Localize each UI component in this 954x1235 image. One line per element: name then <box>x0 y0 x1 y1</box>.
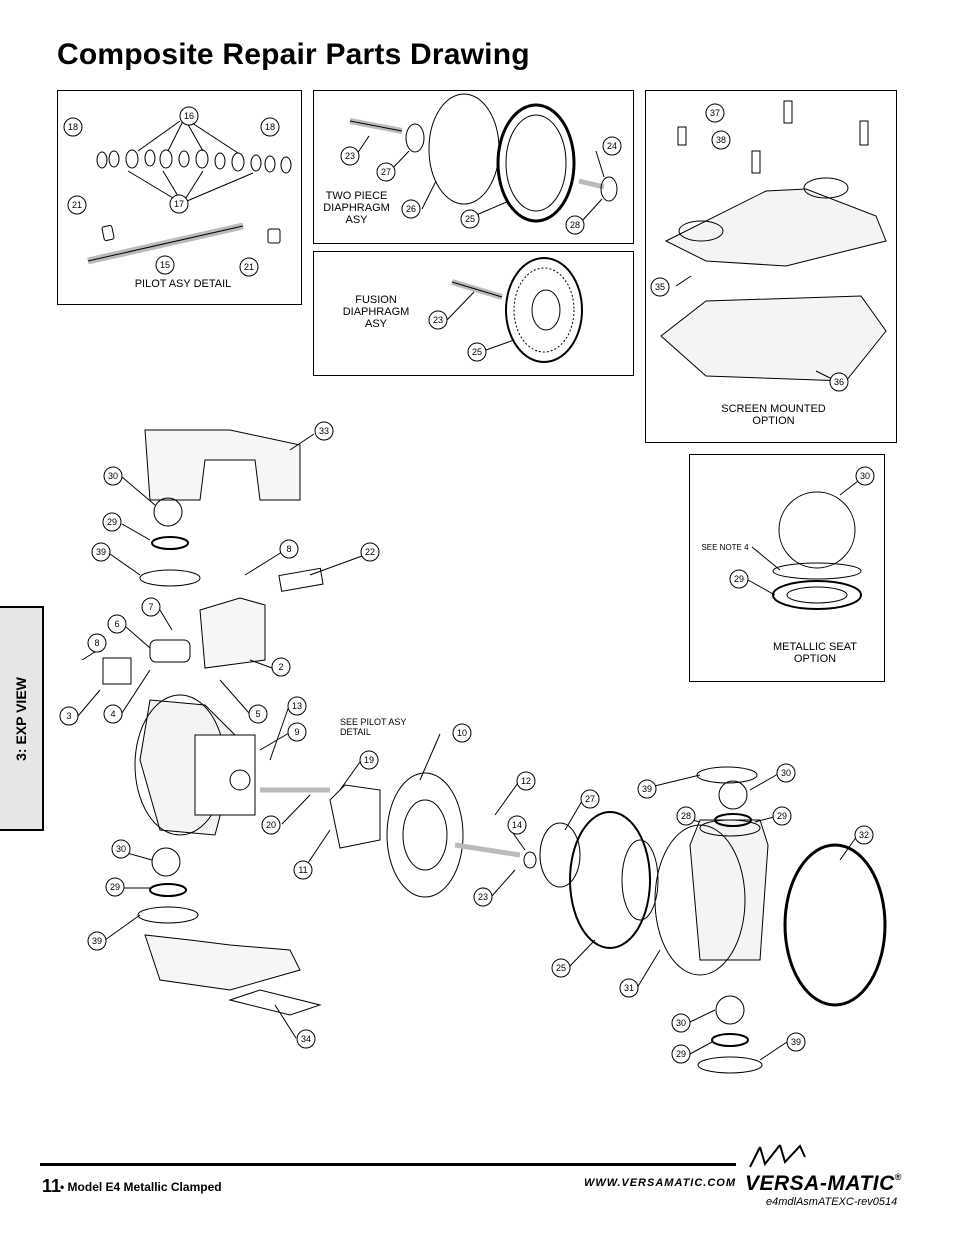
document-code: e4mdlAsmATEXC-rev0514 <box>766 1196 898 1208</box>
callout: 30 <box>860 471 870 481</box>
callout: 23 <box>345 151 355 161</box>
callout: 10 <box>457 728 467 738</box>
callout: 39 <box>791 1037 801 1047</box>
vm-logo-icon <box>749 1144 806 1168</box>
callout: 15 <box>160 260 170 270</box>
see-pilot-caption: SEE PILOT ASY DETAIL <box>340 717 407 737</box>
brand-logo: VERSA-MATIC® <box>745 1172 902 1196</box>
callout: 24 <box>607 141 617 151</box>
callout: 31 <box>624 983 634 993</box>
pilot-asy-drawing: 18 16 18 21 17 15 21 <box>63 106 292 277</box>
callout: 19 <box>364 755 374 765</box>
callout: 35 <box>655 282 665 292</box>
callout: 32 <box>859 830 869 840</box>
metallic-caption: METALLIC SEAT OPTION <box>773 641 857 665</box>
two-piece-caption: TWO PIECE DIAPHRAGM ASY <box>323 190 390 226</box>
callout: 29 <box>107 517 117 527</box>
callout: 29 <box>734 574 744 584</box>
callout: 30 <box>781 768 791 778</box>
callout: 2 <box>278 662 283 672</box>
callout: 27 <box>381 167 391 177</box>
callout: 29 <box>676 1049 686 1059</box>
brand-registered-mark: ® <box>894 1172 902 1182</box>
callout: 28 <box>681 811 691 821</box>
fusion-diaphragm-panel: 23 25 FUSION DIAPHRAGM ASY <box>313 251 634 376</box>
callout: 30 <box>116 844 126 854</box>
callout: 30 <box>676 1018 686 1028</box>
callout: 38 <box>716 135 726 145</box>
screen-caption: SCREEN MOUNTED OPTION <box>721 403 826 427</box>
callout: 37 <box>710 108 720 118</box>
callout: 18 <box>68 122 78 132</box>
callout: 39 <box>92 936 102 946</box>
section-side-tab-label: 3: EXP VIEW <box>13 676 29 761</box>
callout: 30 <box>108 471 118 481</box>
page-title: Composite Repair Parts Drawing <box>57 38 530 71</box>
callout: 20 <box>266 820 276 830</box>
callout: 4 <box>110 709 115 719</box>
model-name: • Model E4 Metallic Clamped <box>60 1180 222 1194</box>
see-note-caption: SEE NOTE 4 <box>701 543 749 552</box>
callout: 36 <box>834 377 844 387</box>
callout: 17 <box>174 199 184 209</box>
callout: 23 <box>433 315 443 325</box>
section-side-tab: 3: EXP VIEW <box>0 606 44 831</box>
callout: 16 <box>184 111 194 121</box>
brand-logo-text: VERSA-MATIC <box>745 1172 895 1195</box>
callout: 14 <box>512 820 522 830</box>
screen-mounted-drawing: 37 38 35 36 <box>650 100 887 392</box>
two-piece-diaphragm-panel: 23 27 26 25 24 28 TWO PIECE DIAPHRAGM AS… <box>313 90 634 244</box>
callout: 12 <box>521 776 531 786</box>
callout: 26 <box>406 204 416 214</box>
callout: 23 <box>478 892 488 902</box>
callout: 28 <box>570 220 580 230</box>
callout: 3 <box>66 711 71 721</box>
callout: 29 <box>777 811 787 821</box>
callout: 34 <box>301 1034 311 1044</box>
callout: 7 <box>148 602 153 612</box>
website-link[interactable]: WWW.VERSAMATIC.COM <box>584 1177 737 1189</box>
callout: 18 <box>265 122 275 132</box>
callout: 22 <box>365 547 375 557</box>
callout: 25 <box>465 214 475 224</box>
callout: 39 <box>96 547 106 557</box>
callout: 21 <box>244 262 254 272</box>
callout: 21 <box>72 200 82 210</box>
callout: 25 <box>556 963 566 973</box>
callout: 5 <box>255 709 260 719</box>
screen-mounted-panel: 37 38 35 36 SCREEN MOUNTED OPTION <box>645 90 897 443</box>
callout: 11 <box>298 865 307 875</box>
callout: 9 <box>294 727 299 737</box>
callout: 27 <box>585 794 595 804</box>
page-number: 11 <box>42 1176 62 1196</box>
callout: 39 <box>642 784 652 794</box>
footer-rule <box>40 1163 736 1166</box>
metallic-seat-panel: 30 29 SEE NOTE 4 METALLIC SEAT OPTION <box>689 454 885 682</box>
pilot-caption: PILOT ASY DETAIL <box>134 278 232 290</box>
callout: 6 <box>114 619 119 629</box>
fusion-caption: FUSION DIAPHRAGM ASY <box>342 294 410 330</box>
callout: 25 <box>472 347 482 357</box>
callout: 13 <box>292 701 302 711</box>
fusion-diaphragm-drawing: 23 25 <box>428 257 583 363</box>
callout: 8 <box>286 544 291 554</box>
pilot-asy-detail-panel: 18 16 18 21 17 15 21 PILOT ASY DETAIL <box>57 90 302 305</box>
callout: 29 <box>110 882 120 892</box>
callout: 8 <box>94 638 99 648</box>
metallic-seat-drawing: 30 29 <box>729 466 875 610</box>
two-piece-diaphragm-drawing: 23 27 26 25 24 28 <box>340 93 622 235</box>
callout: 33 <box>319 426 329 436</box>
